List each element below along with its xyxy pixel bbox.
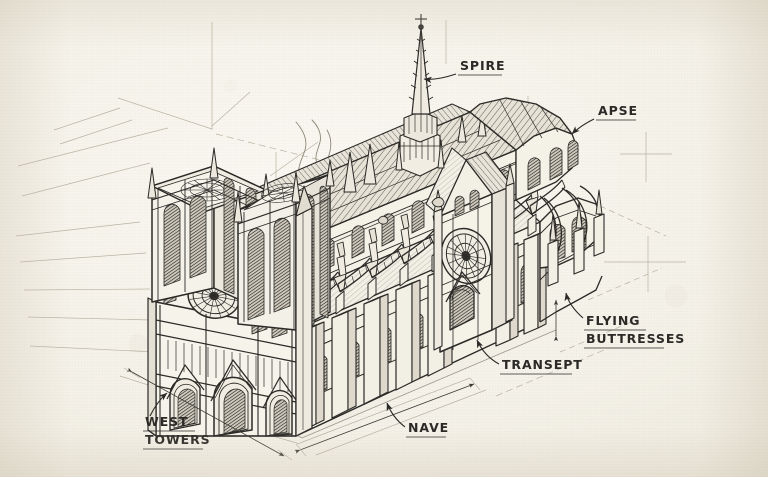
annotation-flying-buttresses-label-line1: FLYING <box>586 313 640 328</box>
annotation-west-towers[interactable]: WEST TOWERS <box>143 392 211 450</box>
annotation-transept-label: TRANSEPT <box>502 357 583 372</box>
tower-south-mullions <box>243 190 295 330</box>
spire-cross-finial <box>415 14 427 30</box>
west-front <box>147 147 335 437</box>
transept-portal <box>445 271 481 331</box>
apse-buttress-pier <box>593 189 605 257</box>
annotation-spire-label: SPIRE <box>460 58 505 73</box>
apse-buttress-pier <box>547 213 559 287</box>
annotation-nave[interactable]: NAVE <box>386 402 449 438</box>
annotation-west-towers-label-line1: WEST <box>145 414 188 429</box>
spire-leader-line <box>423 73 457 84</box>
annotation-nave-label: NAVE <box>408 420 449 435</box>
annotation-apse[interactable]: APSE <box>571 103 638 135</box>
apse-roof-ribs <box>499 99 559 147</box>
nave-leader-line <box>386 402 406 428</box>
apse-base <box>539 275 603 323</box>
buttress-pier <box>363 227 406 405</box>
tower-south-belfry-windows <box>247 217 291 321</box>
transept-south-arm <box>425 147 515 353</box>
roof-pinnacles <box>343 109 487 193</box>
crossing-spire <box>395 14 445 177</box>
transept-leader-line <box>476 339 500 365</box>
flying-buttresses-leader-line <box>564 292 584 319</box>
dimension-lines <box>123 299 559 461</box>
transept-lancet-windows <box>454 189 480 217</box>
clerestory-window <box>411 200 425 234</box>
transept-wall-lines <box>439 201 493 350</box>
apse <box>469 97 605 323</box>
annotation-transept[interactable]: TRANSEPT <box>476 339 583 375</box>
buttress-pier <box>395 213 438 391</box>
apse-clerestory-windows <box>527 140 579 191</box>
annotation-flying-buttresses-label-line2: BUTTRESSES <box>586 331 685 346</box>
apse-leader-line <box>571 118 595 135</box>
annotation-west-towers-label-line2: TOWERS <box>145 432 211 447</box>
west-tower-south <box>233 159 335 331</box>
apse-buttress-pier <box>573 201 585 275</box>
spire-crockets <box>408 38 434 101</box>
transept-turret <box>505 163 515 323</box>
apse-roof <box>469 97 573 151</box>
spire-drum <box>403 110 438 143</box>
clerestory-window <box>351 225 365 259</box>
spire-base-pinnacles <box>395 139 445 171</box>
annotation-spire[interactable]: SPIRE <box>423 58 505 84</box>
west-towers-leader-line <box>149 392 168 417</box>
tower-south-pinnacles <box>233 159 335 223</box>
tower-north-belfry-windows <box>163 195 207 287</box>
annotation-apse-label: APSE <box>598 103 638 118</box>
transept-turret <box>433 189 443 351</box>
annotation-flying-buttresses[interactable]: FLYING BUTTRESSES <box>564 292 685 349</box>
facade-corner-turret <box>295 185 313 437</box>
annotation-layer: SPIRE APSE FLYING BUTTRESSES TRANSEPT <box>143 58 685 450</box>
